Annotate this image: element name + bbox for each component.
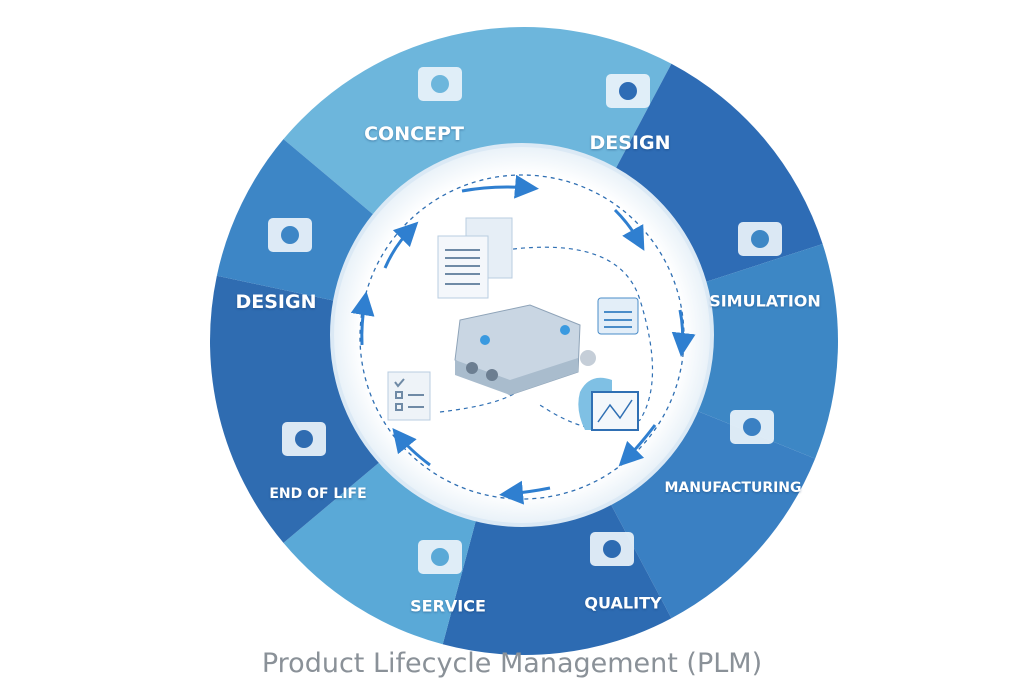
analytics-chart-icon	[578, 377, 639, 431]
stage-label: QUALITY	[584, 593, 662, 613]
monitor-design-icon	[606, 74, 650, 108]
stage-label: SIMULATION	[709, 291, 821, 311]
stage-label: END OF LIFE	[269, 486, 367, 502]
checklist-icon	[387, 371, 431, 421]
stage-label: DESIGN	[589, 132, 671, 154]
computer-gear-check-icon	[730, 410, 774, 444]
document-icon	[437, 217, 513, 299]
diagram-title: Product Lifecycle Management (PLM)	[261, 648, 763, 679]
stage-label: SERVICE	[410, 596, 486, 616]
stage-label: MANUFACTURING	[664, 480, 802, 496]
stage-label: DESIGN	[235, 291, 317, 313]
stage-label: CONCEPT	[364, 123, 464, 145]
quality-check-icon	[590, 532, 634, 566]
robot-gear-icon	[268, 218, 312, 252]
lightbulb-icon	[418, 67, 462, 101]
robot-arm-icon	[738, 222, 782, 256]
recycle-box-icon	[282, 422, 326, 456]
folder-list-icon	[597, 297, 639, 335]
cycle-arrows	[350, 174, 696, 505]
cad-part-icon	[454, 304, 596, 396]
gear-wrench-icon	[418, 540, 462, 574]
